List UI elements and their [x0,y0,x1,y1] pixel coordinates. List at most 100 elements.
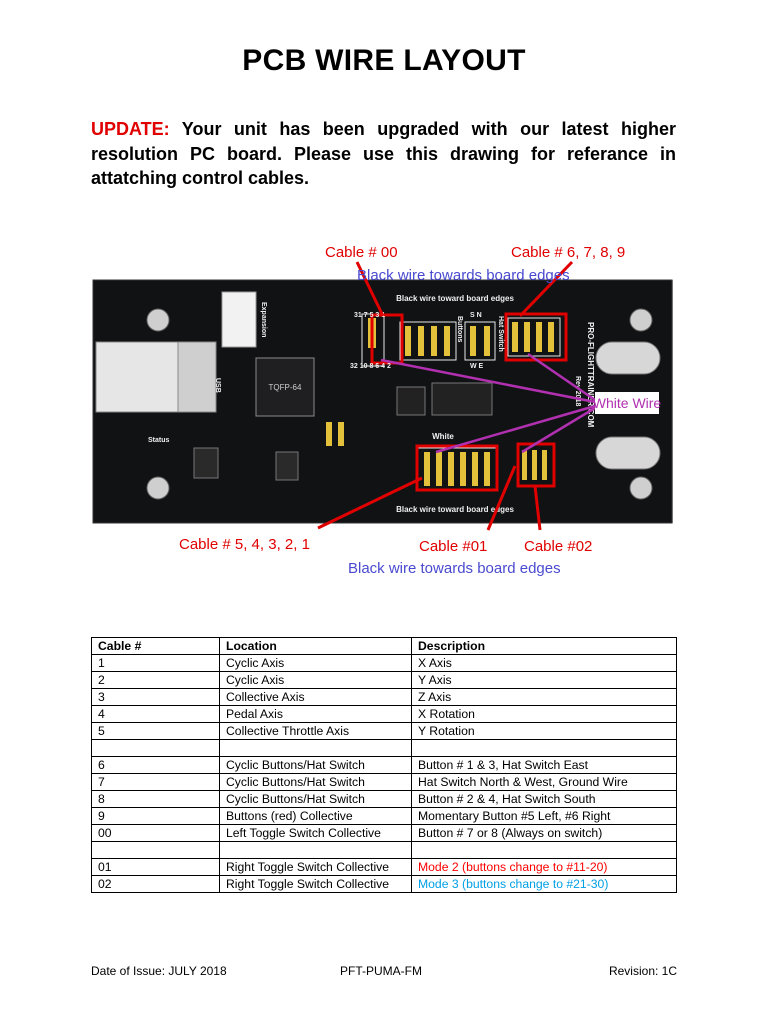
mount-hole-icon [629,476,653,500]
annotation-lines [317,260,574,531]
cell-description: X Axis [411,654,677,672]
cell-cable: 7 [91,773,220,791]
footer-issue-date: Date of Issue: JULY 2018 [91,964,227,978]
footer-doc-id: PFT-PUMA-FM [340,964,422,978]
cell-description: Button # 7 or 8 (Always on switch) [411,824,677,842]
cell-location: Cyclic Buttons/Hat Switch [219,756,412,774]
header-description: Description [411,637,677,655]
update-text: Your unit has been upgraded with our lat… [91,119,676,188]
silk-buttons: Buttons [456,316,463,343]
cell-description: Button # 2 & 4, Hat Switch South [411,790,677,808]
label-cable-6789: Cable # 6, 7, 8, 9 [511,244,625,261]
update-notice: UPDATE: Your unit has been upgraded with… [91,117,676,191]
mount-hole-icon [146,476,170,500]
silk-hat-switch: Hat Switch [497,316,504,352]
header-cable: Cable # [91,637,220,655]
cell-location: Collective Throttle Axis [219,722,412,740]
label-cable-01: Cable #01 [419,538,487,555]
cell-cable: 3 [91,688,220,706]
regulator-chip [193,447,219,479]
cell-description: Y Axis [411,671,677,689]
cell-description: X Rotation [411,705,677,723]
silk-nums-mid: 32 10 8 6 4 2 [350,363,391,370]
cell-description: Z Axis [411,688,677,706]
label-cable-54321: Cable # 5, 4, 3, 2, 1 [179,536,310,553]
cell-location: Buttons (red) Collective [219,807,412,825]
silk-white: White [432,432,454,441]
cell-description [411,739,677,757]
mcu-chip [255,357,315,417]
silk-status: Status [148,437,170,444]
white-wire-lines [380,352,596,454]
cell-cable: 9 [91,807,220,825]
silk-brand: PRO-FLIGHTTRAINER.COM [586,322,595,428]
slot-icon [595,341,661,375]
cell-cable [91,841,220,859]
cell-description: Hat Switch North & West, Ground Wire [411,773,677,791]
ic-chip [431,382,493,416]
cell-description: Y Rotation [411,722,677,740]
cell-cable: 8 [91,790,220,808]
silk-nums-top: 31 7 5 3 1 [354,312,385,319]
cell-cable: 2 [91,671,220,689]
cell-location: Left Toggle Switch Collective [219,824,412,842]
cell-description: Momentary Button #5 Left, #6 Right [411,807,677,825]
cell-cable: 01 [91,858,220,876]
label-black-top: Black wire towards board edges [357,267,570,284]
header-pins [326,318,554,486]
cell-location [219,739,412,757]
pcb-figure: TQFP-64 Black wire toward board edges Bl… [0,230,768,590]
mount-hole-icon [146,308,170,332]
slot-icon [595,436,661,470]
cell-location: Right Toggle Switch Collective [219,875,412,893]
expansion-header [221,291,257,348]
label-cable-02: Cable #02 [524,538,592,555]
cell-cable: 4 [91,705,220,723]
cell-description-mode3: Mode 3 (buttons change to #21-30) [411,875,677,893]
cell-location: Pedal Axis [219,705,412,723]
label-cable-00: Cable # 00 [325,244,398,261]
pcb-diagram: TQFP-64 Black wire toward board edges Bl… [92,244,673,577]
table-row-empty [91,841,677,859]
cell-cable: 1 [91,654,220,672]
cell-description: Button # 1 & 3, Hat Switch East [411,756,677,774]
cell-cable: 5 [91,722,220,740]
white-wire-label-bg [595,392,659,414]
usb-connector [95,341,189,413]
cell-location: Cyclic Axis [219,654,412,672]
cell-location: Cyclic Buttons/Hat Switch [219,790,412,808]
usb-connector-back [177,341,217,413]
footer-revision: Revision: 1C [608,964,677,978]
header-location: Location [219,637,412,655]
cell-cable: 00 [91,824,220,842]
page-title: PCB WIRE LAYOUT [242,44,526,77]
cell-location: Cyclic Axis [219,671,412,689]
cell-location [219,841,412,859]
mount-hole-icon [629,308,653,332]
cell-cable [91,739,220,757]
silk-edge-bottom: Black wire toward board edges [396,505,514,514]
silk-we: W E [470,363,484,370]
silk-edge-top: Black wire toward board edges [396,294,514,303]
label-black-bottom: Black wire towards board edges [348,560,561,577]
ic-chip [396,386,426,416]
table-row-empty [91,739,677,757]
cell-cable: 6 [91,756,220,774]
cell-location: Right Toggle Switch Collective [219,858,412,876]
cell-description [411,841,677,859]
cell-description-mode2: Mode 2 (buttons change to #11-20) [411,858,677,876]
table-header-row: Cable # Location Description [91,637,677,655]
cell-location: Cyclic Buttons/Hat Switch [219,773,412,791]
